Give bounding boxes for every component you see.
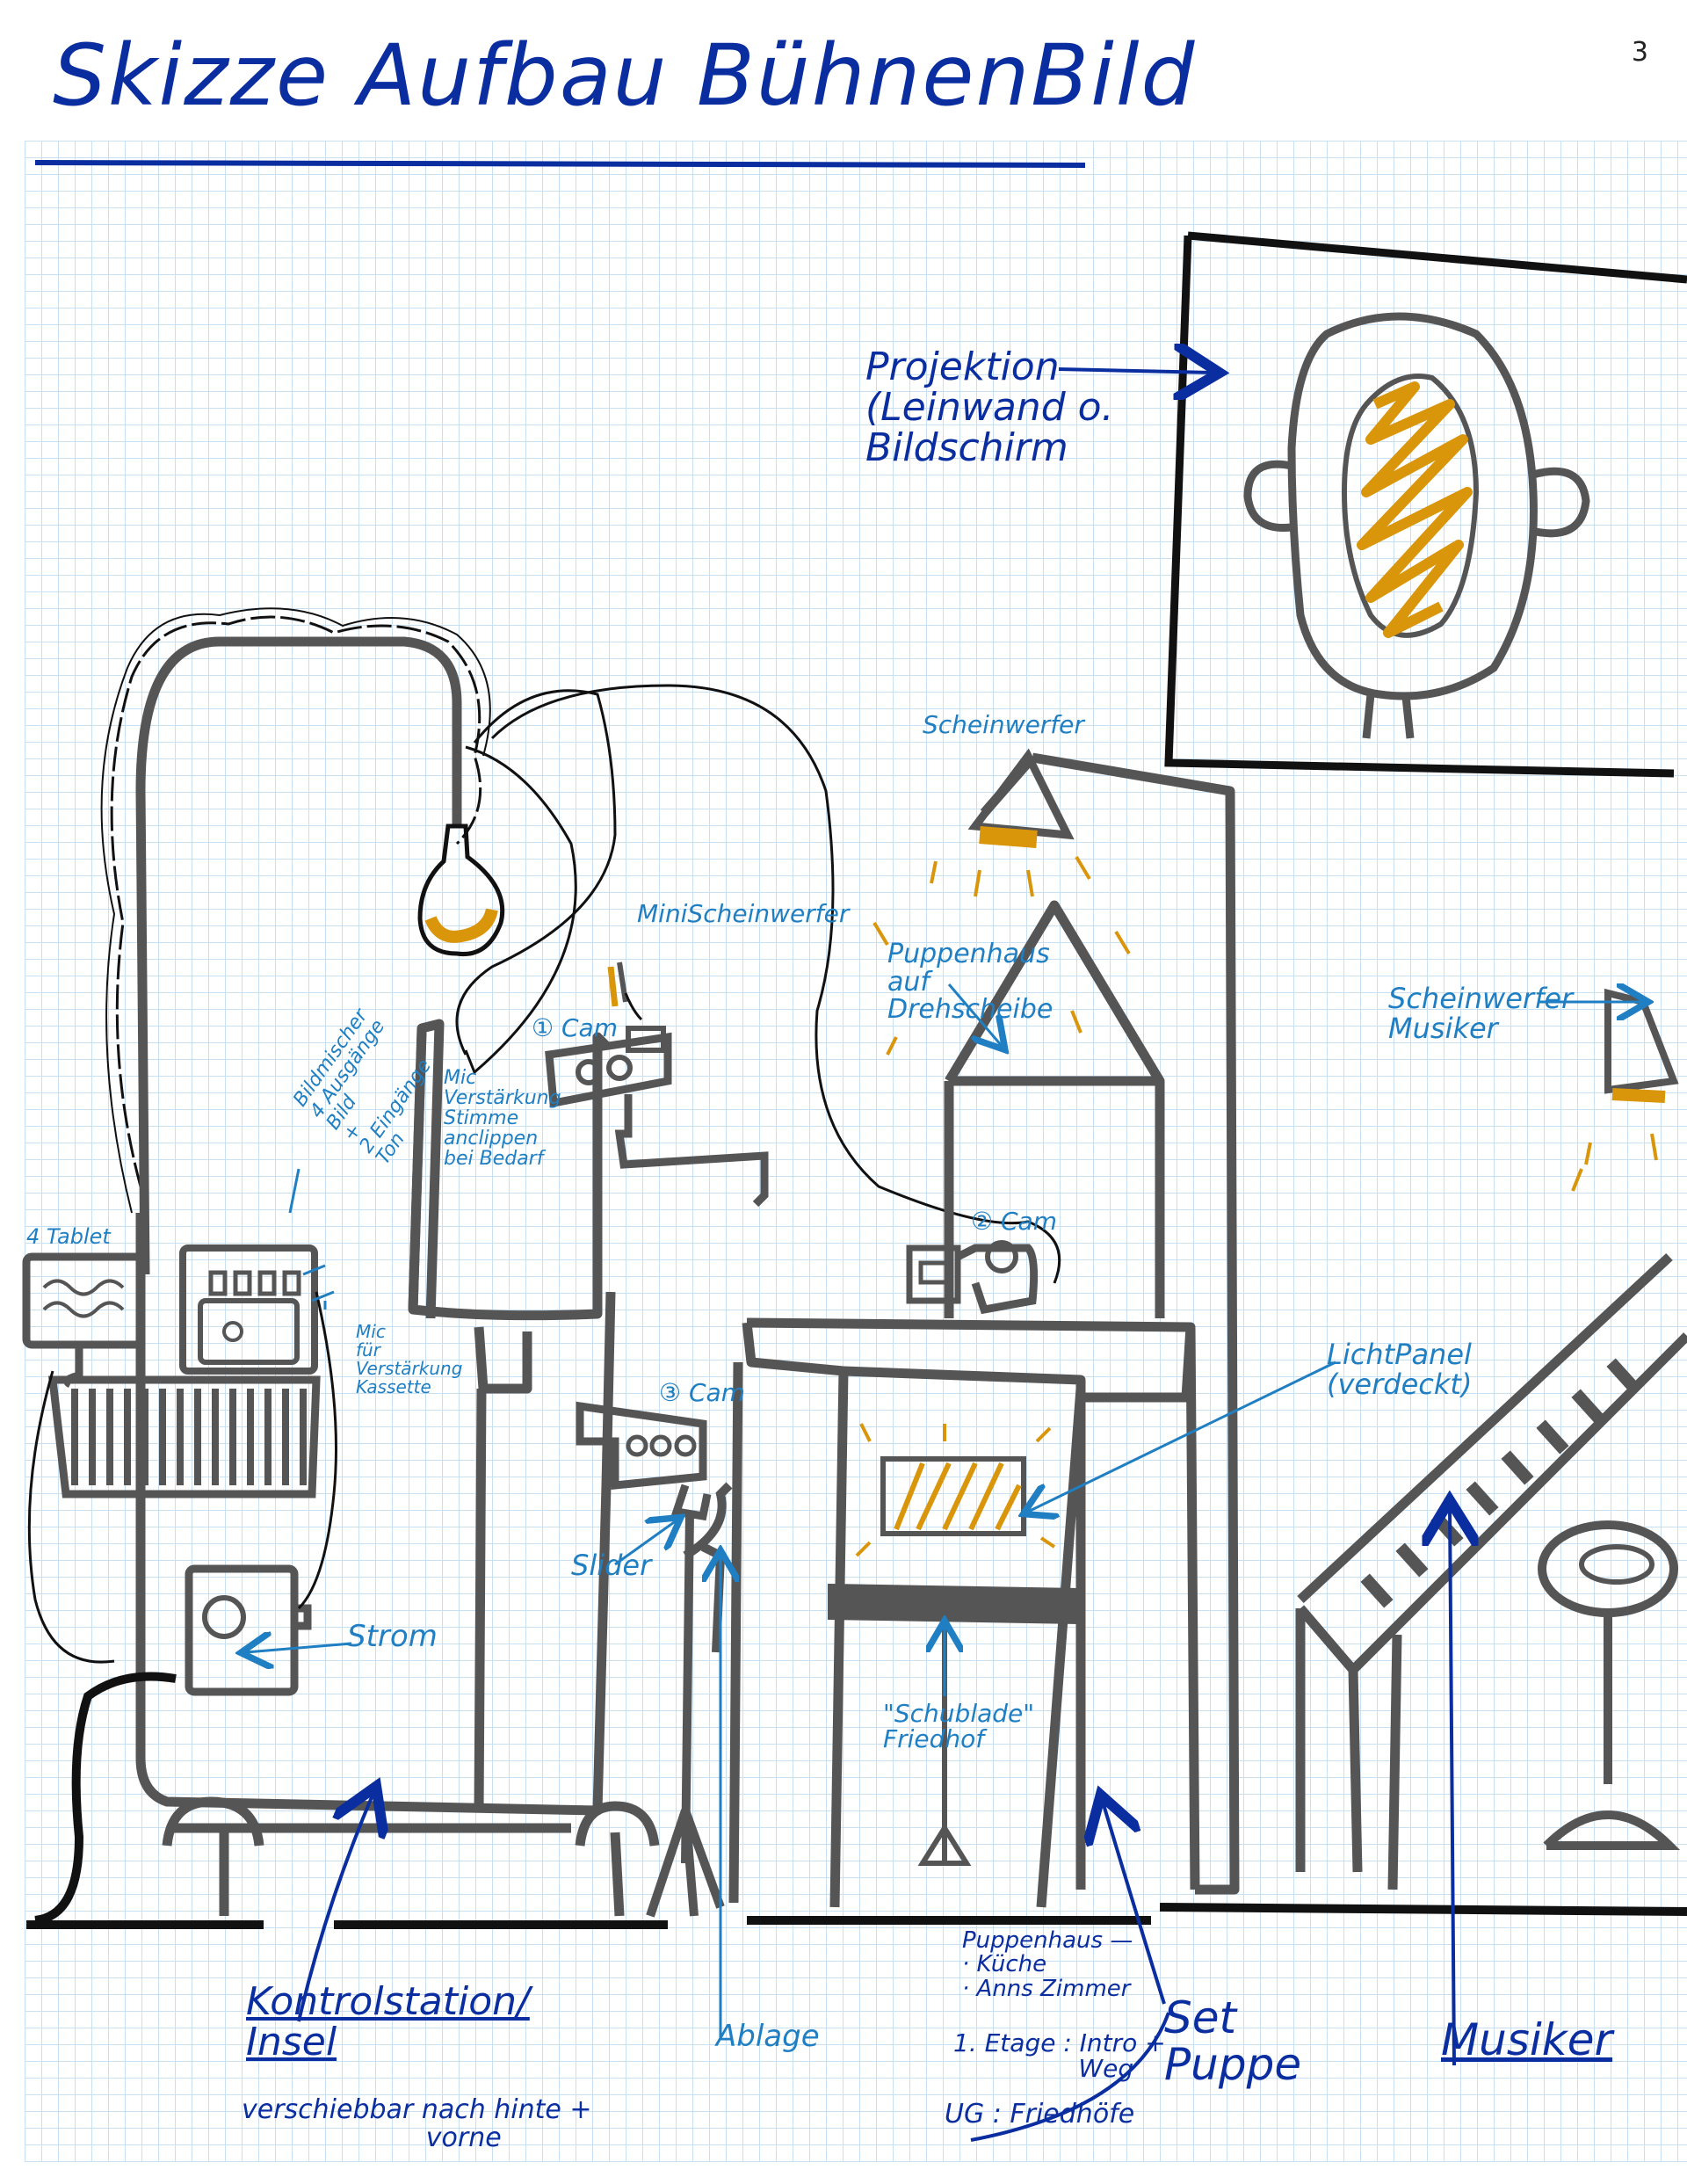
label-strom: Strom — [347, 1619, 438, 1654]
annotation-arrows — [246, 369, 1643, 2039]
cable-mic — [464, 745, 577, 1075]
projection-screen — [1164, 231, 1687, 778]
label-musiker: Musiker — [1441, 2014, 1613, 2065]
label-cam1: ① Cam — [532, 1013, 618, 1042]
keyboard-instrument — [1295, 1252, 1687, 1890]
label-mini-scheinwerfer: MiniScheinwerfer — [637, 899, 850, 928]
drawer-friedhof — [828, 1583, 1079, 1625]
label-ug: UG : Friedhöfe — [945, 2099, 1135, 2130]
main-arrows — [297, 1507, 1454, 2142]
label-licht-panel: LichtPanel (verdeckt) — [1327, 1338, 1473, 1401]
cable-cam2 — [490, 684, 1061, 1284]
camera-2 — [906, 1240, 1039, 1315]
lamp-frame — [135, 636, 462, 1275]
label-scheinwerfer: Scheinwerfer — [923, 710, 1084, 739]
label-puppenhaus-drehscheibe: Puppenhaus auf Drehscheibe — [887, 939, 1053, 1025]
camera-1 — [545, 1026, 769, 1208]
face-scribble — [1357, 381, 1473, 638]
projected-face — [1243, 312, 1590, 739]
power-cable — [34, 1672, 177, 1925]
light-bulb — [417, 824, 505, 957]
page-title: Skizze Aufbau BühnenBild — [53, 26, 1197, 125]
label-scheinwerfer-musiker: Scheinwerfer Musiker — [1388, 982, 1574, 1045]
page-number: 3 — [1631, 37, 1648, 68]
label-mic-kassette: Mic für Verstärkung Kassette — [356, 1321, 463, 1397]
tablet — [22, 1252, 145, 1389]
title-underline — [34, 160, 1086, 168]
mixer-basket — [47, 1375, 321, 1498]
label-kontrollstation: Kontrolstation/ Insel — [246, 1979, 530, 2065]
label-cam2: ② Cam — [971, 1207, 1057, 1236]
music-stand — [1538, 1520, 1681, 1850]
label-etage: 1. Etage : Intro + Weg — [953, 2028, 1166, 2084]
video-mixer — [179, 1244, 318, 1375]
doll-set-cabinet — [728, 1317, 1200, 1908]
cable-cam1 — [455, 689, 617, 1056]
label-ablage: Ablage — [716, 2019, 820, 2054]
camera-3 — [576, 1401, 712, 1521]
label-cam3: ③ Cam — [659, 1378, 745, 1407]
slider-stand — [646, 1482, 733, 1918]
dollhouse-tower — [944, 752, 1240, 1895]
label-slider: Slider — [571, 1549, 652, 1582]
power-box — [185, 1564, 312, 1696]
label-schublade: "Schublade" Friedhof — [883, 1699, 1035, 1754]
label-puppenhaus-list: Puppenhaus — · Küche · Anns Zimmer — [962, 1927, 1133, 2002]
coiled-cable — [110, 615, 482, 1187]
mini-spotlight — [607, 961, 643, 1021]
spotlight-top — [872, 748, 1131, 1056]
spotlight-musician — [1571, 988, 1679, 1192]
label-projektion: Projektion (Leinwand o. Bildschirm — [865, 345, 1114, 471]
label-tablet: 4 Tablet — [26, 1224, 111, 1249]
label-set-puppe: Set Puppe — [1164, 1992, 1302, 2090]
light-panel — [855, 1423, 1056, 1557]
label-mic-stimme: Mic Verstärkung Stimme anclippen bei Bed… — [444, 1067, 561, 1171]
label-verschiebbar: verschiebbar nach hinte + vorne — [242, 2094, 592, 2153]
